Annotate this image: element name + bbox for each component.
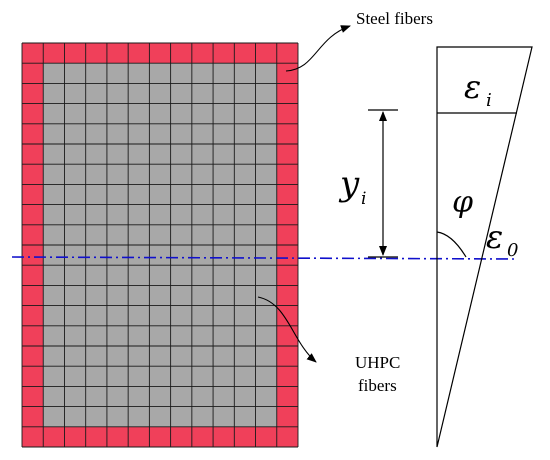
- uhpc-fibers-leader: [257, 296, 317, 363]
- curvature-angle-arc: [436, 231, 467, 258]
- strain-i-subscript: i: [486, 90, 492, 111]
- strain-profile: [436, 46, 533, 448]
- strain-profile-outline: [436, 46, 533, 448]
- mesh-grid-lines: [21, 42, 299, 448]
- neutral-axis-line: [11, 256, 515, 260]
- y-dimension: [368, 109, 398, 258]
- uhpc-label: UHPC: [355, 353, 400, 372]
- y-symbol: y: [338, 164, 360, 204]
- steel-fibers-label: Steel fibers: [356, 9, 433, 28]
- curvature-symbol: φ: [452, 185, 473, 220]
- strain-i-symbol: ε: [464, 68, 481, 106]
- strain-0-symbol: ε: [486, 218, 503, 256]
- steel-fibers-leader: [285, 25, 351, 72]
- fiber-mesh: [21, 42, 299, 448]
- strain-0-subscript: 0: [507, 240, 518, 261]
- fibers-label: fibers: [358, 376, 397, 395]
- y-subscript: i: [361, 189, 366, 209]
